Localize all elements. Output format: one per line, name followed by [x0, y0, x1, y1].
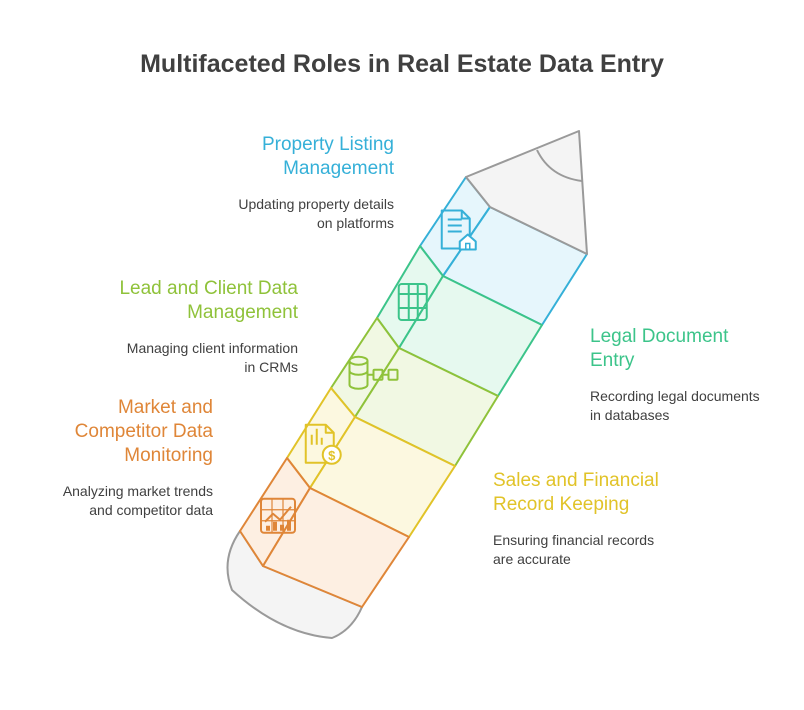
sales-title-line-1: Sales and Financial: [493, 470, 659, 491]
sales-title: Sales and Financial Record Keeping: [493, 469, 753, 517]
listing-description: Updating property details on platforms: [164, 195, 394, 233]
sales-description-line-2: are accurate: [493, 551, 571, 567]
legal-description: Recording legal documents in databases: [590, 387, 790, 425]
listing-description-line-2: on platforms: [316, 215, 394, 231]
market-title-line-1: Market and: [117, 397, 213, 418]
listing-description-line-1: Updating property details: [238, 196, 394, 212]
finance-document-icon: $: [304, 423, 342, 465]
market-description-line-2: and competitor data: [89, 502, 213, 518]
lead-description: Managing client information in CRMs: [38, 339, 298, 377]
lead-description-line-1: Managing client information: [126, 340, 298, 356]
legal-title-line-2: Entry: [590, 350, 635, 371]
market-description: Analyzing market trends and competitor d…: [13, 482, 213, 520]
pencil-eraser: [226, 530, 363, 639]
sales-description-line-1: Ensuring financial records: [493, 532, 655, 548]
listing-title-line-2: Management: [283, 158, 394, 179]
pencil-tip: [465, 130, 588, 255]
spreadsheet-icon: [397, 283, 428, 321]
market-description-line-1: Analyzing market trends: [62, 483, 213, 499]
lead-title-line-2: Management: [187, 302, 298, 323]
lead-description-line-2: in CRMs: [244, 359, 298, 375]
document-house-icon: [440, 209, 477, 251]
pencil-segment-right-face: [262, 487, 410, 608]
lead-title-line-1: Lead and Client Data: [119, 278, 298, 299]
legal-title: Legal Document Entry: [590, 325, 790, 373]
listing-label-block: Property Listing Management Updating pro…: [164, 133, 394, 233]
market-title: Market and Competitor Data Monitoring: [13, 396, 213, 468]
market-label-block: Market and Competitor Data Monitoring An…: [13, 396, 213, 520]
legal-description-line-1: Recording legal documents: [590, 388, 760, 404]
legal-label-block: Legal Document Entry Recording legal doc…: [590, 325, 790, 425]
legal-description-line-2: in databases: [590, 407, 670, 423]
svg-text:$: $: [328, 448, 336, 463]
sales-label-block: Sales and Financial Record Keeping Ensur…: [493, 469, 753, 569]
page-title: Multifaceted Roles in Real Estate Data E…: [140, 50, 664, 78]
chart-icon: [260, 497, 296, 534]
pencil-segment-market: [239, 457, 410, 608]
listing-title: Property Listing Management: [164, 133, 394, 181]
market-title-line-2: Competitor Data: [74, 421, 213, 442]
listing-title-line-1: Property Listing: [261, 134, 394, 155]
database-flow-icon: [348, 355, 399, 390]
sales-title-line-2: Record Keeping: [493, 494, 630, 515]
market-title-line-3: Monitoring: [124, 445, 213, 466]
sales-description: Ensuring financial records are accurate: [493, 531, 753, 569]
legal-title-line-1: Legal Document: [590, 326, 729, 347]
lead-label-block: Lead and Client Data Management Managing…: [38, 277, 298, 377]
lead-title: Lead and Client Data Management: [38, 277, 298, 325]
